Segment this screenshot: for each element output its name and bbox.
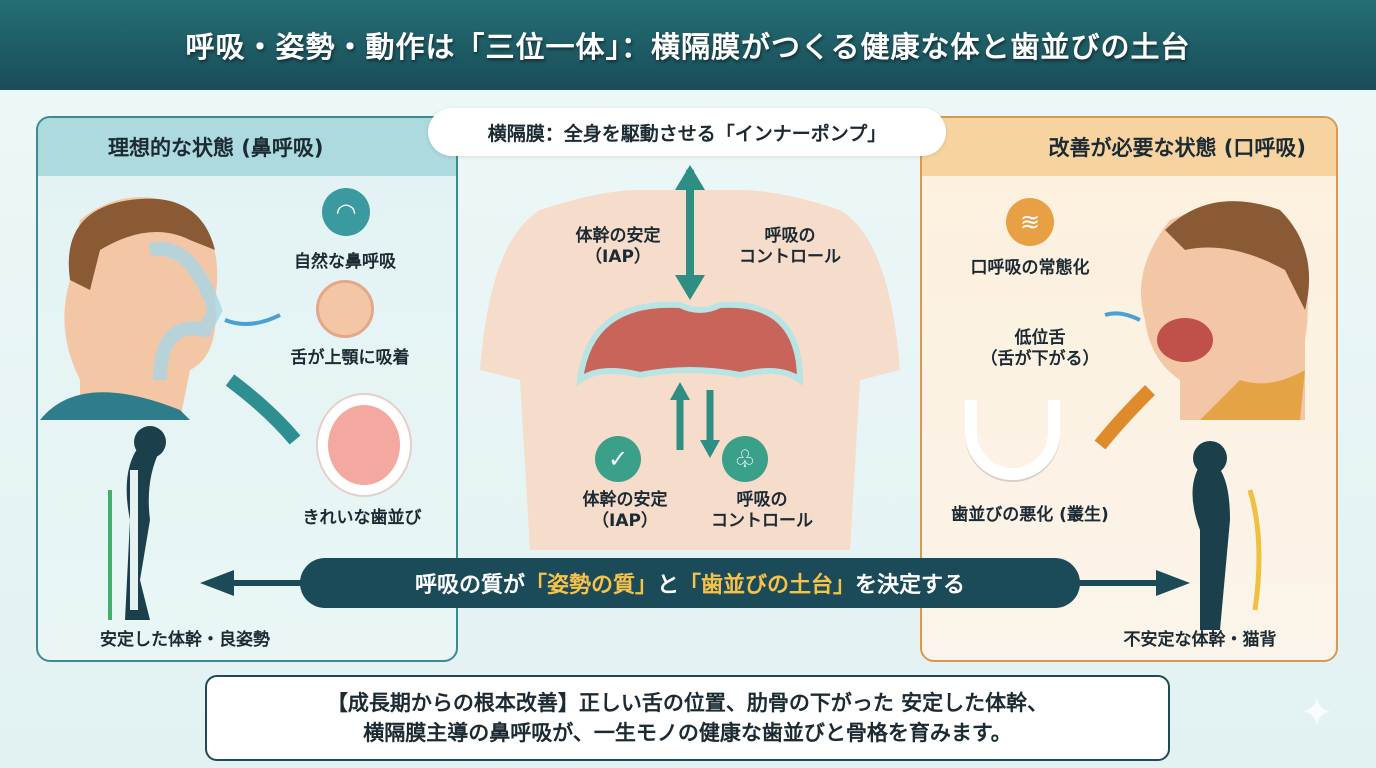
banner-text-2: と	[656, 573, 679, 598]
label-breath-control-upper: 呼吸のコントロール	[739, 226, 841, 269]
label-core-upper-l1: 体幹の安定	[575, 226, 661, 246]
label-breath-upper-l2: コントロール	[739, 247, 841, 268]
label-core-stability-lower: 体幹の安定（IAP）	[583, 490, 668, 533]
label-low-tongue-line2: （舌が下がる）	[980, 349, 1100, 370]
label-breath-control-lower: 呼吸のコントロール	[711, 490, 813, 533]
label-breath-lower-l1: 呼吸の	[736, 490, 788, 510]
needs-improvement-title: 改善が必要な状態 (口呼吸)	[922, 118, 1336, 176]
banner-text-3: を決定する	[855, 573, 966, 598]
label-crowded-teeth: 歯並びの悪化 (叢生)	[951, 505, 1109, 525]
label-breath-upper-l1: 呼吸の	[764, 226, 816, 246]
banner-text-1: 呼吸の質が	[414, 573, 525, 598]
label-mouth-breathing: 口呼吸の常態化	[970, 258, 1090, 278]
label-core-upper-l2: （IAP）	[585, 247, 651, 268]
banner-highlight-teeth: 「歯並びの土台」	[679, 573, 856, 598]
shield-check-icon: ✓	[595, 436, 641, 482]
tongue-position-illustration	[316, 280, 374, 338]
header: 呼吸・姿勢・動作は「三位一体」：横隔膜がつくる健康な体と歯並びの土台	[0, 0, 1376, 90]
nasal-breathing-illustration	[40, 197, 300, 620]
summary-line-1: 【成長期からの根本改善】正しい舌の位置、肋骨の下がった 安定した体幹、	[326, 690, 1049, 715]
lungs-icon: ♧	[722, 436, 768, 482]
label-core-lower-l2: （IAP）	[592, 511, 658, 532]
label-stable-posture: 安定した体幹・良姿勢	[100, 630, 270, 650]
summary-box: 【成長期からの根本改善】正しい舌の位置、肋骨の下がった 安定した体幹、 横隔膜主…	[205, 675, 1170, 761]
label-good-teeth: きれいな歯並び	[302, 508, 422, 528]
label-natural-nasal: 自然な鼻呼吸	[294, 252, 396, 272]
nose-icon: ◠	[322, 188, 370, 236]
banner-highlight-posture: 「姿勢の質」	[524, 573, 657, 598]
page-title: 呼吸・姿勢・動作は「三位一体」：横隔膜がつくる健康な体と歯並びの土台	[185, 30, 1191, 64]
label-breath-lower-l2: コントロール	[711, 511, 813, 532]
label-core-lower-l1: 体幹の安定	[582, 490, 668, 510]
wind-icon: ≋	[1006, 198, 1054, 246]
label-unstable-posture: 不安定な体幹・猫背	[1123, 630, 1277, 650]
label-tongue-palate: 舌が上顎に吸着	[290, 348, 410, 368]
summary-line-2: 横隔膜主導の鼻呼吸が、一生モノの健康な歯並びと骨格を育みます。	[363, 721, 1012, 745]
label-low-tongue: 低位舌（舌が下がる）	[981, 328, 1100, 371]
mouth-breathing-illustration	[1094, 201, 1310, 630]
sparkle-icon: ✦	[1300, 690, 1334, 736]
key-message-banner: 呼吸の質が 「姿勢の質」 と 「歯並びの土台」 を決定する	[300, 558, 1080, 608]
good-teeth-illustration	[318, 395, 410, 495]
torso-diaphragm-illustration	[480, 165, 900, 550]
center-title-pill: 横隔膜：全身を駆動させる「インナーポンプ」	[428, 108, 946, 156]
ideal-state-title: 理想的な状態 (鼻呼吸)	[38, 118, 456, 176]
label-core-stability-upper: 体幹の安定（IAP）	[576, 226, 661, 269]
label-low-tongue-line1: 低位舌	[1014, 328, 1066, 348]
